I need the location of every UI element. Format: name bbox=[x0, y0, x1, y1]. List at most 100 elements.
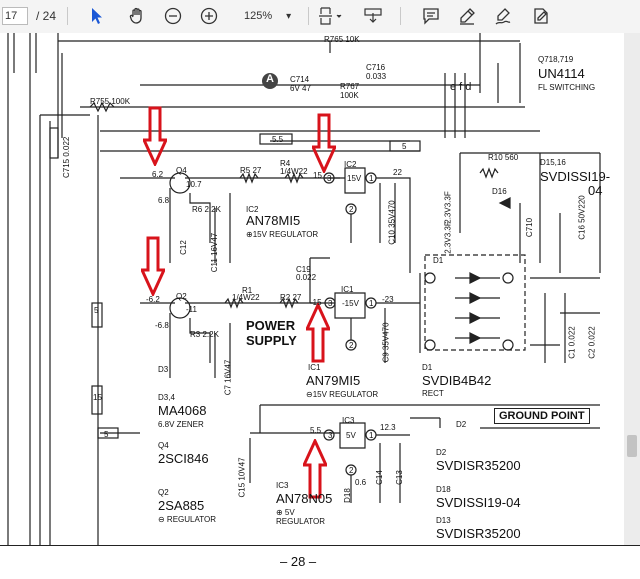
d1-bridge-label: D1 bbox=[433, 256, 444, 265]
svdisr-label-2: SVDISR35200 bbox=[436, 526, 521, 541]
scrollbar-thumb[interactable] bbox=[627, 435, 637, 457]
download-icon[interactable] bbox=[362, 5, 384, 27]
q4-label: Q4 bbox=[176, 166, 187, 175]
c14-label: C14 bbox=[374, 470, 384, 485]
r10-label: R10 560 bbox=[488, 153, 519, 162]
toolbar-divider bbox=[67, 7, 68, 25]
voltage-6-8: 6.8 bbox=[158, 196, 170, 205]
c11-label: C11 16V47 bbox=[210, 232, 220, 273]
pin-2-ic3: 2 bbox=[349, 466, 354, 475]
c9-label: C9 35V470 bbox=[381, 322, 391, 363]
2sc1846-label: 2SCI846 bbox=[158, 451, 209, 466]
zoom-out-icon[interactable] bbox=[162, 5, 184, 27]
d34-label: D3,4 bbox=[158, 393, 175, 402]
ground-point-box: GROUND POINT bbox=[494, 408, 590, 424]
r3-label: R3 2.2K bbox=[190, 330, 219, 339]
svdib-label: SVDIB4B42 bbox=[422, 373, 492, 388]
q4-type-label: Q4 bbox=[158, 441, 169, 450]
voltage-neg-23: -23 bbox=[382, 295, 394, 304]
document-page[interactable]: R765 10K R755 100K R767 100K C714 6V 47 … bbox=[0, 33, 624, 545]
r4-label: R4 bbox=[280, 159, 291, 168]
c13-label: C13 bbox=[394, 470, 404, 485]
chevron-down-icon: ▾ bbox=[286, 10, 292, 22]
zoom-level-select[interactable]: 125% ▾ bbox=[240, 7, 302, 25]
pin-2-ic1: 2 bbox=[349, 341, 354, 350]
toolbar-divider bbox=[400, 7, 401, 25]
r755-label: R755 100K bbox=[90, 97, 131, 106]
q2-label: Q2 bbox=[176, 292, 187, 301]
c19-label: C19 bbox=[296, 265, 311, 274]
zoom-level-value: 125% bbox=[244, 10, 273, 22]
r6-label: R6 2.2K bbox=[192, 205, 221, 214]
page-number-input[interactable]: 17 bbox=[2, 7, 28, 25]
svdiss-label-2: 04 bbox=[588, 183, 603, 198]
vertical-scrollbar[interactable] bbox=[624, 33, 640, 545]
c1-label: C1 0.022 bbox=[567, 326, 577, 359]
d16-label: D16 bbox=[492, 187, 507, 196]
voltage-5-5-top: 5.5 bbox=[272, 135, 284, 144]
sign-pen-icon[interactable] bbox=[492, 5, 514, 27]
r5-label: R5 27 bbox=[240, 166, 262, 175]
r1-value: 1/4W22 bbox=[232, 293, 260, 302]
reg5-label: ⊕ 5V bbox=[276, 508, 295, 517]
voltage-6-2: 6.2 bbox=[152, 170, 164, 179]
fill-sign-icon[interactable] bbox=[530, 5, 552, 27]
d15-label: D15,16 bbox=[540, 158, 566, 167]
c17-label: 2.3V3.3F bbox=[443, 191, 453, 224]
voltage-5-side: 5 bbox=[104, 430, 109, 439]
r4-value: 1/4W22 bbox=[280, 167, 308, 176]
an78m15-label: AN78MI5 bbox=[246, 213, 301, 228]
r1-label: R1 bbox=[242, 286, 253, 295]
red-arrow-icon bbox=[143, 106, 167, 166]
ic3-5v-label: 5V bbox=[346, 431, 356, 440]
select-arrow-icon[interactable] bbox=[86, 5, 108, 27]
r765-label: R765 10K bbox=[324, 35, 360, 44]
reg5-regulator-label: REGULATOR bbox=[276, 517, 326, 526]
voltage-neg-6-2: -6.2 bbox=[146, 295, 160, 304]
ic2-box-label: IC2 bbox=[344, 160, 357, 169]
ic2-name-label: IC2 bbox=[246, 205, 259, 214]
q2-type-label: Q2 bbox=[158, 488, 169, 497]
voltage-5-5: 5.5 bbox=[310, 426, 322, 435]
power-label: POWER bbox=[246, 318, 296, 333]
page-number-label: – 28 – bbox=[280, 554, 317, 569]
page-total-label: / 24 bbox=[35, 9, 56, 23]
red-arrow-icon bbox=[306, 303, 330, 363]
zener-label: 6.8V ZENER bbox=[158, 420, 204, 429]
zoom-in-icon[interactable] bbox=[198, 5, 220, 27]
voltage-neg-6-8: -6.8 bbox=[155, 321, 169, 330]
d2-small-label: D2 bbox=[456, 420, 467, 429]
rect-label: RECT bbox=[422, 389, 444, 398]
voltage-5-top: 5 bbox=[402, 142, 407, 151]
comment-icon[interactable] bbox=[420, 5, 442, 27]
ic1-name-label: IC1 bbox=[308, 363, 321, 372]
ic1-box-label: IC1 bbox=[341, 285, 354, 294]
an79m15-label: AN79MI5 bbox=[306, 373, 361, 388]
voltage-22: 22 bbox=[393, 168, 402, 177]
c16-label: C16 50V220 bbox=[577, 195, 587, 240]
voltage-15: 15 bbox=[313, 171, 322, 180]
reg15-label: ⊕15V REGULATOR bbox=[246, 230, 319, 239]
pin-1-ic3: 1 bbox=[369, 431, 374, 440]
pin-2-ic2: 2 bbox=[349, 205, 354, 214]
voltage-neg-11: -11 bbox=[186, 305, 197, 314]
footer-rule bbox=[0, 545, 640, 546]
fit-page-icon[interactable] bbox=[316, 5, 346, 27]
c7-label: C7 16V47 bbox=[223, 359, 233, 396]
ic2-15v-label: 15V bbox=[347, 174, 362, 183]
r767-label: R767 bbox=[340, 82, 360, 91]
red-arrow-icon bbox=[312, 113, 336, 173]
d18-label: D18 bbox=[436, 485, 451, 494]
ic1-15v-label: -15V bbox=[342, 299, 359, 308]
voltage-neg-15: -15 bbox=[310, 298, 322, 307]
svdisr-label-1: SVDISR35200 bbox=[436, 458, 521, 473]
highlight-pen-icon[interactable] bbox=[456, 5, 478, 27]
pin-3-ic1: 3 bbox=[328, 299, 333, 308]
hand-icon[interactable] bbox=[126, 5, 148, 27]
svdiss-label: SVDISSI19- bbox=[540, 169, 611, 184]
red-arrow-icon bbox=[141, 236, 165, 296]
ic3-name-label: IC3 bbox=[276, 481, 289, 490]
c716-label: C716 bbox=[366, 63, 386, 72]
d1-name-label: D1 bbox=[422, 363, 433, 372]
voltage-5-marker: 5 bbox=[94, 306, 99, 315]
